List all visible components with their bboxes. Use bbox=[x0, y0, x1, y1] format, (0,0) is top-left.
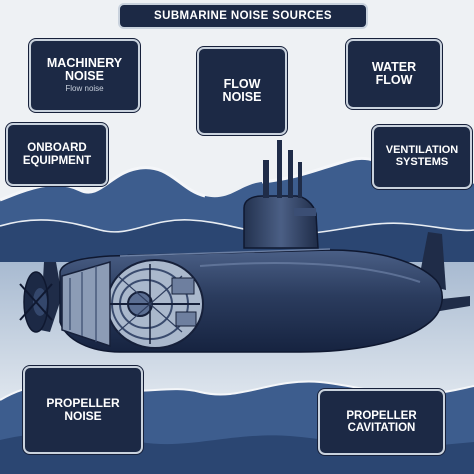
label-onboard-equipment-text: ONBOARD EQUIPMENT bbox=[22, 142, 92, 167]
label-propeller-noise-text: PROPELLER NOISE bbox=[46, 396, 120, 423]
label-ventilation-systems-text: VENTILATION SYSTEMS bbox=[385, 144, 459, 168]
diagram-title: SUBMARINE NOISE SOURCES bbox=[118, 3, 368, 29]
stern-cone bbox=[61, 261, 111, 348]
conning-tower bbox=[243, 140, 319, 249]
label-flow-noise: FLOW NOISE bbox=[197, 47, 287, 135]
label-water-flow: WATER FLOW bbox=[346, 39, 442, 109]
label-ventilation-systems: VENTILATION SYSTEMS bbox=[372, 125, 472, 189]
wave-mid-foam bbox=[0, 219, 474, 235]
label-machinery-noise-subtext: Flow noise bbox=[65, 84, 104, 94]
label-propeller-cavitation-text: PROPELLER CAVITATION bbox=[346, 409, 417, 434]
label-flow-noise-text: FLOW NOISE bbox=[222, 76, 262, 104]
label-machinery-noise-text: MACHINERY NOISE bbox=[46, 56, 123, 84]
label-water-flow-text: WATER FLOW bbox=[371, 59, 417, 87]
propeller bbox=[19, 271, 53, 333]
hull-deck-rail bbox=[119, 248, 331, 257]
label-onboard-equipment: ONBOARD EQUIPMENT bbox=[6, 123, 108, 186]
label-propeller-noise: PROPELLER NOISE bbox=[23, 366, 143, 454]
label-propeller-cavitation: PROPELLER CAVITATION bbox=[318, 389, 445, 455]
hull-highlight bbox=[199, 262, 421, 283]
label-machinery-noise: MACHINERY NOISE Flow noise bbox=[29, 39, 140, 112]
